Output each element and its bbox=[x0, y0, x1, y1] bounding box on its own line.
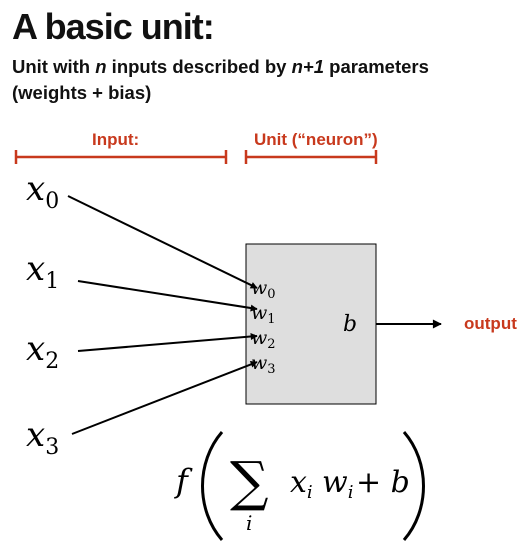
unit-range-bar bbox=[244, 150, 378, 164]
bias-label: b bbox=[343, 312, 357, 337]
page-title: A basic unit: bbox=[12, 6, 215, 47]
input-x2: x2 bbox=[26, 329, 59, 374]
weight-w2: w2 bbox=[251, 327, 276, 352]
input-arrow-2 bbox=[77, 333, 258, 352]
subtitle: Unit with n inputs described by n+1 para… bbox=[12, 54, 429, 106]
input-x1: x1 bbox=[26, 249, 59, 294]
subtitle-text-a: Unit with bbox=[12, 56, 96, 77]
input-arrow-1 bbox=[77, 280, 258, 312]
activation-formula: f ∑ i xi wi + b bbox=[174, 431, 425, 541]
subtitle-text-b: inputs described by bbox=[106, 56, 292, 77]
input-arrow-3 bbox=[71, 361, 258, 435]
input-arrow-0 bbox=[67, 195, 258, 289]
input-x3: x3 bbox=[26, 415, 59, 460]
subtitle-text-c: parameters bbox=[324, 56, 429, 77]
formula-left-paren bbox=[201, 431, 224, 541]
formula-right-paren bbox=[402, 431, 425, 541]
formula-w-i: wi bbox=[322, 465, 353, 503]
formula-sum-sign: ∑ bbox=[230, 450, 269, 513]
neuron-box bbox=[245, 243, 377, 405]
weight-w3: w3 bbox=[251, 352, 276, 377]
formula-sum-index: i bbox=[246, 511, 252, 535]
input-label: Input: bbox=[92, 130, 140, 149]
subtitle-n-plus-1: n+1 bbox=[291, 56, 324, 77]
weight-w1: w1 bbox=[251, 302, 276, 327]
unit-label: Unit (“neuron”) bbox=[254, 130, 378, 149]
formula-x-i: xi bbox=[290, 465, 313, 503]
subtitle-n: n bbox=[95, 56, 107, 77]
input-range-bar bbox=[14, 150, 228, 164]
input-x0: x0 bbox=[26, 169, 59, 214]
formula-f: f bbox=[174, 462, 193, 500]
formula-plus-b: + b bbox=[356, 465, 410, 500]
output-label: output bbox=[464, 314, 517, 333]
weight-w0: w0 bbox=[251, 277, 276, 302]
subtitle-line-2: (weights + bias) bbox=[12, 82, 152, 103]
